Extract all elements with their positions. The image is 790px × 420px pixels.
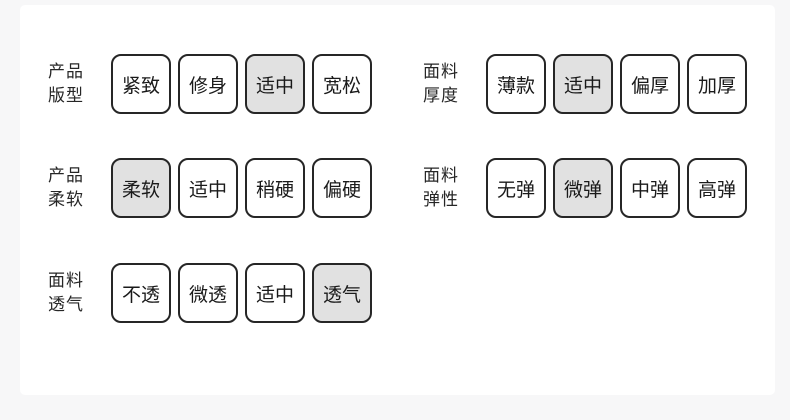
attribute-group-label-fabric-thickness: 面料厚度 [423, 60, 486, 108]
option-button-fabric-elasticity-3[interactable]: 中弹 [620, 158, 680, 218]
attribute-group-product-softness: 产品柔软柔软适中稍硬偏硬 [48, 157, 372, 219]
attribute-group-label-line: 产品 [48, 62, 84, 81]
attribute-group-fabric-elasticity: 面料弹性无弹微弹中弹高弹 [423, 157, 747, 219]
option-button-product-fit-2[interactable]: 修身 [178, 54, 238, 114]
attribute-group-label-line: 厚度 [423, 86, 459, 105]
attribute-group-label-line: 柔软 [48, 190, 84, 209]
option-row: 柔软适中稍硬偏硬 [111, 158, 372, 218]
option-button-product-softness-2[interactable]: 适中 [178, 158, 238, 218]
option-button-fabric-thickness-3[interactable]: 偏厚 [620, 54, 680, 114]
option-button-product-fit-1[interactable]: 紧致 [111, 54, 171, 114]
attribute-group-label-product-fit: 产品版型 [48, 60, 111, 108]
attribute-group-label-fabric-elasticity: 面料弹性 [423, 164, 486, 212]
attribute-panel: 产品版型紧致修身适中宽松面料厚度薄款适中偏厚加厚产品柔软柔软适中稍硬偏硬面料弹性… [20, 5, 775, 395]
attribute-group-label-line: 弹性 [423, 190, 459, 209]
option-button-fabric-thickness-2[interactable]: 适中 [553, 54, 613, 114]
attribute-group-label-line: 面料 [423, 166, 459, 185]
option-row: 紧致修身适中宽松 [111, 54, 372, 114]
option-button-product-softness-3[interactable]: 稍硬 [245, 158, 305, 218]
option-row: 薄款适中偏厚加厚 [486, 54, 747, 114]
attribute-group-label-line: 产品 [48, 166, 84, 185]
attribute-group-product-fit: 产品版型紧致修身适中宽松 [48, 53, 372, 115]
option-button-product-softness-1[interactable]: 柔软 [111, 158, 171, 218]
option-button-fabric-elasticity-4[interactable]: 高弹 [687, 158, 747, 218]
attribute-group-label-fabric-breathability: 面料透气 [48, 269, 111, 317]
option-button-fabric-breathability-4[interactable]: 透气 [312, 263, 372, 323]
attribute-group-label-line: 面料 [423, 62, 459, 81]
option-button-fabric-elasticity-2[interactable]: 微弹 [553, 158, 613, 218]
attribute-group-label-line: 版型 [48, 86, 84, 105]
option-button-fabric-breathability-2[interactable]: 微透 [178, 263, 238, 323]
attribute-group-label-line: 面料 [48, 271, 84, 290]
option-button-fabric-breathability-1[interactable]: 不透 [111, 263, 171, 323]
attribute-group-fabric-breathability: 面料透气不透微透适中透气 [48, 262, 372, 324]
option-button-fabric-elasticity-1[interactable]: 无弹 [486, 158, 546, 218]
option-row: 不透微透适中透气 [111, 263, 372, 323]
option-row: 无弹微弹中弹高弹 [486, 158, 747, 218]
option-button-product-softness-4[interactable]: 偏硬 [312, 158, 372, 218]
option-button-fabric-breathability-3[interactable]: 适中 [245, 263, 305, 323]
option-button-fabric-thickness-4[interactable]: 加厚 [687, 54, 747, 114]
attribute-group-label-line: 透气 [48, 295, 84, 314]
option-button-fabric-thickness-1[interactable]: 薄款 [486, 54, 546, 114]
option-button-product-fit-4[interactable]: 宽松 [312, 54, 372, 114]
attribute-group-fabric-thickness: 面料厚度薄款适中偏厚加厚 [423, 53, 747, 115]
attribute-group-label-product-softness: 产品柔软 [48, 164, 111, 212]
option-button-product-fit-3[interactable]: 适中 [245, 54, 305, 114]
